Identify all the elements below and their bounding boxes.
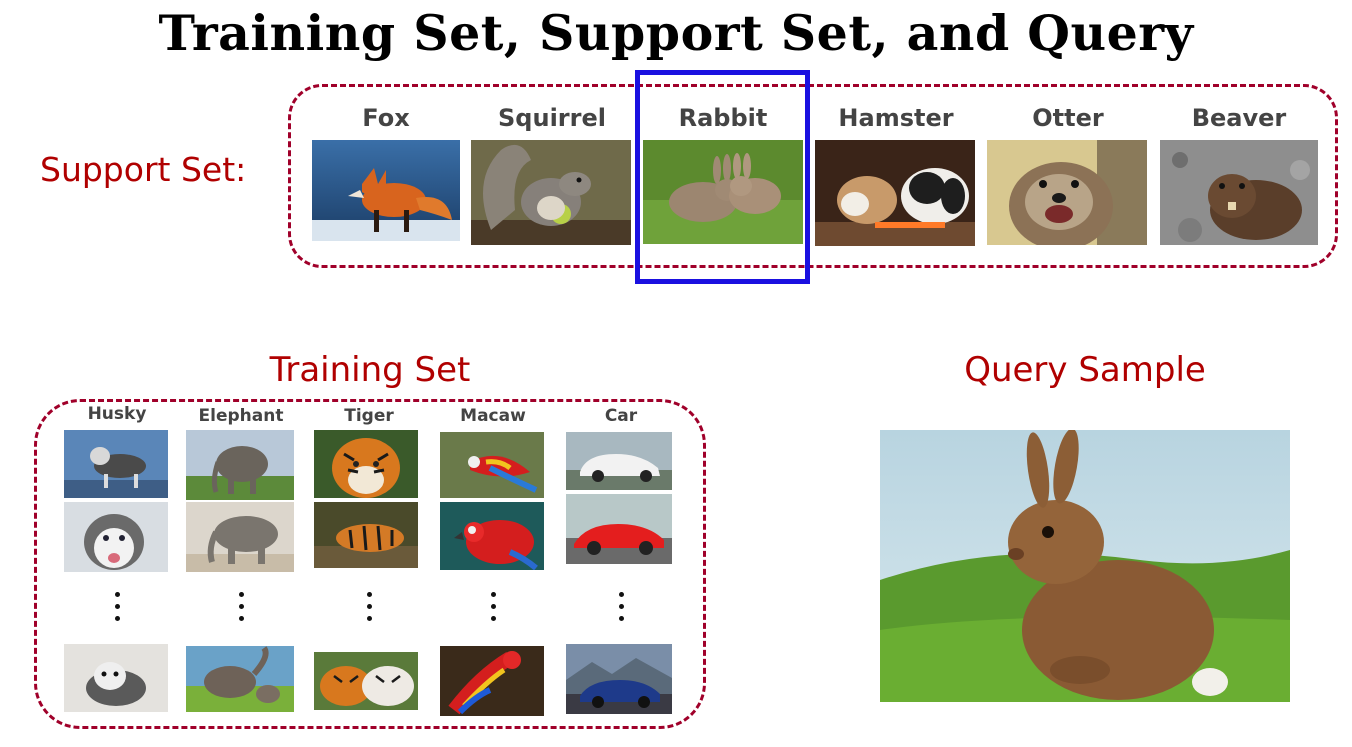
training-class-car: Car bbox=[604, 406, 638, 426]
macaw-image bbox=[440, 502, 544, 570]
query-rabbit-image bbox=[880, 430, 1290, 702]
tiger-image bbox=[314, 652, 418, 710]
support-class-beaver: Beaver bbox=[1191, 104, 1287, 132]
support-class-rabbit: Rabbit bbox=[678, 104, 768, 132]
squirrel-image bbox=[471, 140, 631, 245]
car-image bbox=[566, 432, 672, 490]
elephant-image bbox=[186, 430, 294, 500]
otter-image bbox=[987, 140, 1147, 245]
hamster-image bbox=[815, 140, 975, 246]
tiger-image bbox=[314, 430, 418, 498]
beaver-image bbox=[1160, 140, 1318, 245]
tiger-image bbox=[314, 502, 418, 568]
elephant-image bbox=[186, 502, 294, 572]
macaw-image bbox=[440, 432, 544, 498]
ellipsis-dots bbox=[566, 592, 676, 628]
training-class-macaw: Macaw bbox=[460, 406, 526, 426]
training-class-elephant: Elephant bbox=[198, 406, 284, 426]
rabbit-image bbox=[643, 140, 803, 244]
page-title: Training Set, Support Set, and Query bbox=[158, 4, 1194, 62]
training-set-label: Training Set bbox=[269, 350, 471, 390]
support-class-otter: Otter bbox=[1032, 104, 1104, 132]
husky-image bbox=[64, 502, 168, 572]
car-image bbox=[566, 644, 672, 714]
ellipsis-dots bbox=[62, 592, 172, 628]
macaw-image bbox=[440, 646, 544, 716]
elephant-image bbox=[186, 646, 294, 712]
ellipsis-dots bbox=[186, 592, 296, 628]
support-set-label: Support Set: bbox=[40, 150, 247, 189]
training-class-husky: Husky bbox=[87, 404, 147, 424]
fox-image bbox=[312, 140, 460, 241]
training-set-box bbox=[34, 399, 706, 729]
ellipsis-dots bbox=[314, 592, 424, 628]
ellipsis-dots bbox=[438, 592, 548, 628]
query-sample-label: Query Sample bbox=[964, 350, 1206, 390]
support-class-hamster: Hamster bbox=[838, 104, 954, 132]
training-class-tiger: Tiger bbox=[344, 406, 394, 426]
car-image bbox=[566, 494, 672, 564]
husky-image bbox=[64, 430, 168, 498]
selected-class-highlight bbox=[635, 70, 810, 284]
support-set-box bbox=[288, 84, 1338, 268]
support-class-fox: Fox bbox=[362, 104, 410, 132]
husky-image bbox=[64, 644, 168, 712]
support-class-squirrel: Squirrel bbox=[498, 104, 606, 132]
